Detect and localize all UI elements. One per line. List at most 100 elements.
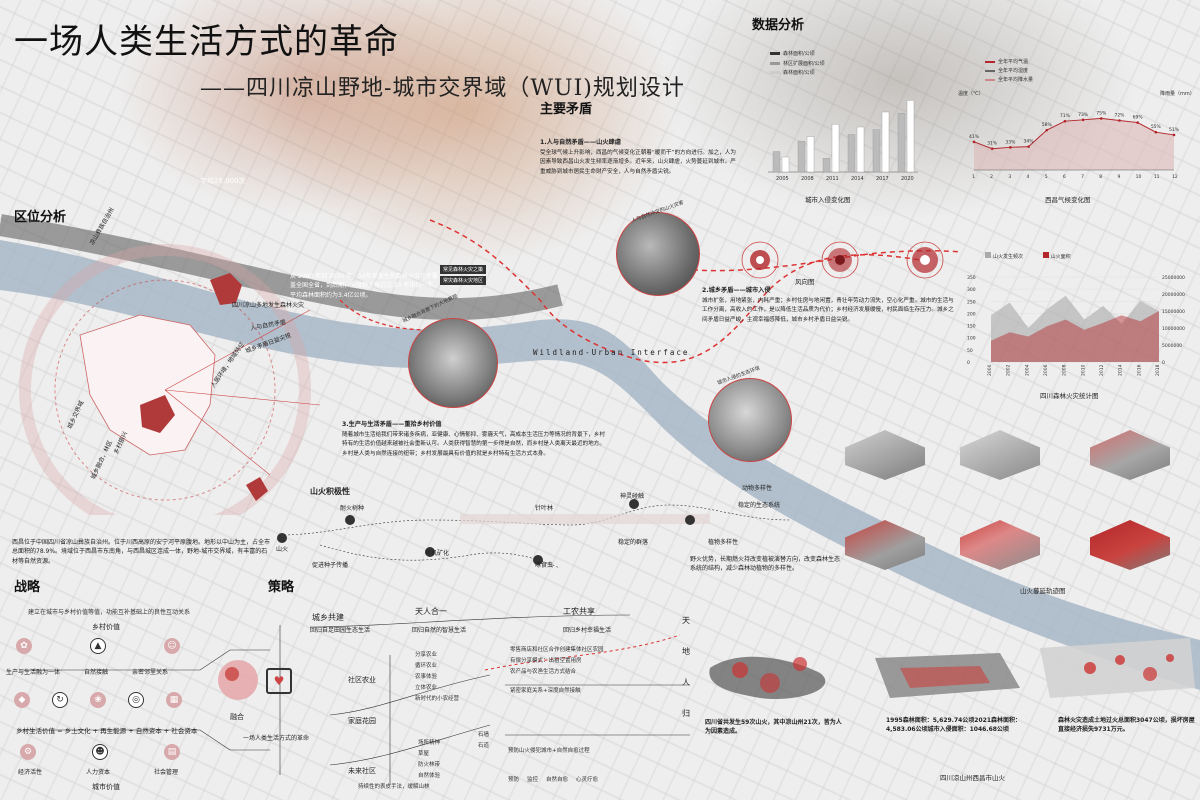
fire-node-icon-6 <box>533 555 543 565</box>
invasion-bar-1-3 <box>856 126 865 173</box>
fire-node-label-3: 神灵碰触 <box>620 493 645 500</box>
wui-label: Wildland-Urban Interface <box>533 348 690 357</box>
sichuan-outline <box>79 314 216 456</box>
map-fire-text: 四川省共发生59次山火，其中凉山州21次，皆为人为因素造成。 <box>705 719 842 736</box>
contradiction-2-title: 2.城乡矛盾——城市入侵 <box>702 287 771 294</box>
location-bottom-text: 西昌位于中国四川省凉山彝族自治州。位于川西高原的安宁河平原腹地。地形以中山为主，… <box>12 539 271 565</box>
location-map <box>19 244 321 515</box>
block-family-garden: 家庭花园 <box>348 717 376 725</box>
culture-icon: ◆ <box>14 692 30 708</box>
step-prevent: 预防 <box>508 777 520 783</box>
climate-label-8: 72% <box>1114 113 1125 119</box>
nature-contact-icon: ▲ <box>90 638 106 654</box>
climate-point-2 <box>1009 146 1012 149</box>
fire-node-icon-1 <box>277 533 287 543</box>
climate-label-5: 71% <box>1060 113 1071 119</box>
step-monitor: 监控 <box>527 777 539 783</box>
fire-flow-band <box>460 514 710 524</box>
merge-label: 融合 <box>230 713 244 721</box>
climate-label-3: 34% <box>1024 139 1035 145</box>
fire-area-area <box>991 311 1159 362</box>
map-forest-area <box>875 653 1020 698</box>
climate-point-10 <box>1154 130 1158 134</box>
neighbor-label: 亲密邻里关系 <box>132 669 169 676</box>
fire-tick-3: 2006 <box>1043 364 1049 376</box>
fire-tick-8: 2016 <box>1136 364 1142 376</box>
fire-node-icon-2 <box>345 515 355 525</box>
invasion-bar-1-5 <box>906 100 915 173</box>
step-self-heal: 自然自愈 <box>546 777 569 783</box>
photo-fire-conflict <box>616 212 700 296</box>
chart-city-invasion-title: 城市入侵变化图 <box>805 196 851 204</box>
production-life-label: 生产与生活融为一体 <box>6 669 61 676</box>
management-label: 社会管理 <box>154 769 179 776</box>
location-heading: 区位分析 <box>14 210 67 225</box>
location-label-5: 四川凉山多地发生森林火灾 <box>232 302 305 309</box>
climate-tick-7: 8 <box>1099 174 1102 180</box>
climate-tick-9: 10 <box>1136 174 1142 180</box>
fire-chart-legend: 山火发生频次 山火面积 <box>985 252 1071 262</box>
climate-tick-1: 2 <box>990 174 993 180</box>
chart-right-legend: 全年平均气温 全年平均湿度 全年平均降水量 <box>985 58 1033 85</box>
city-value-labels: 经济活性 人力资本 社会管理 <box>18 767 178 776</box>
climate-tick-8: 9 <box>1117 174 1120 180</box>
climate-point-4 <box>1045 128 1049 132</box>
fire-stat: 年均25,000次 <box>200 177 246 185</box>
fire-tick-2: 2004 <box>1024 364 1030 376</box>
climate-point-9 <box>1136 121 1139 124</box>
invasion-bar-0-0 <box>772 151 781 173</box>
climate-label-4: 58% <box>1042 122 1053 128</box>
prevent-steps: 预防 监控 自然自愈 心灵疗愈 <box>508 775 598 783</box>
climate-tick-6: 7 <box>1081 174 1084 180</box>
human-capital-label: 人力资本 <box>86 769 111 776</box>
climate-tick-10: 11 <box>1154 174 1160 180</box>
photo-city-invasion <box>708 378 792 462</box>
map-forest-text: 1995森林面积：5,629.74公顷2021森林面积：4,583.06公顷城市… <box>886 717 1022 734</box>
fire-tick-9: 2018 <box>1155 364 1161 376</box>
invasion-bar-0-4 <box>872 129 881 173</box>
fire-spread-grid <box>835 420 1190 600</box>
legend-fire-area: 山火面积 <box>1042 252 1071 260</box>
value-formula: 乡村生活价值 = 乡土文化 + 再生能源 + 自然资本 + 社会资本 <box>16 727 198 735</box>
wind-rose-3 <box>906 241 944 279</box>
climate-ylabel-left: 温度（℃） <box>958 91 984 97</box>
strategy-right-heading: 策略 <box>268 580 295 595</box>
legend-right-1: 全年平均气温 <box>985 58 1033 67</box>
block-community-farm: 社区农业 <box>348 676 376 684</box>
chart-left-legend: 森林面积/公顷 林区扩展面积/公顷 森林面积/公顷 <box>770 50 825 79</box>
liangshan-region <box>140 395 175 433</box>
contradiction-2-text: 城市扩张，用地紧张，内耗严重；乡村住房与地闲置，青壮年劳动力流失，空心化严重。城… <box>702 297 954 323</box>
fire-yright-1: 20000000 <box>1162 292 1185 298</box>
climate-label-0: 41% <box>969 134 980 140</box>
climate-point-7 <box>1099 117 1103 120</box>
chart-climate: 41%131%233%334%458%571%673%775%872%969%1… <box>969 110 1180 180</box>
climate-label-10: 55% <box>1151 124 1162 130</box>
fire-positive-diagram <box>277 499 791 569</box>
fire-yleft-5: 100 <box>967 336 976 342</box>
side-char-human: 人 <box>682 678 690 687</box>
fire-yleft-1: 300 <box>967 287 976 293</box>
contradiction-3-text: 随着城市生活给我们带来诸多疾病，亚健康、心情郁抑、雾霾天气，高成本生活压力等情况… <box>342 431 605 457</box>
climate-point-1 <box>990 147 994 150</box>
block-future-community: 未来社区 <box>348 767 376 775</box>
merge-circle <box>218 660 258 700</box>
fire-node-label-7: 促进种子传播 <box>312 562 349 569</box>
human-capital-icon: ☻ <box>92 744 108 760</box>
fire-tick-5: 2010 <box>1080 364 1086 376</box>
fire-tick-1: 2002 <box>1006 364 1012 376</box>
climate-tick-4: 5 <box>1045 174 1048 180</box>
fire-flow-line <box>279 504 791 536</box>
contradiction-2: 2.城乡矛盾——城市入侵 城市扩张，用地紧张，内耗严重；乡村住房与地闲置，青壮年… <box>702 286 954 325</box>
legend-right-3: 全年平均降水量 <box>985 76 1033 85</box>
fire-tile-6 <box>1090 520 1170 570</box>
legend-left-1: 森林面积/公顷 <box>770 50 825 60</box>
fire-node-label-8: 稳定的群落 <box>618 539 649 546</box>
bottom-maps-caption: 四川凉山州西昌市山火 <box>940 774 1005 782</box>
strategy-center-label: 一场人类生活方式的革命 <box>243 735 310 742</box>
side-char-earth: 地 <box>682 647 690 656</box>
detail-skin-method: 持续性的表皮手法，缓解山林 <box>358 784 430 790</box>
data-analysis-heading: 数据分析 <box>752 18 805 33</box>
legend-mid: 常灾森林火灾地区 <box>440 276 487 285</box>
climate-point-0 <box>972 140 976 144</box>
